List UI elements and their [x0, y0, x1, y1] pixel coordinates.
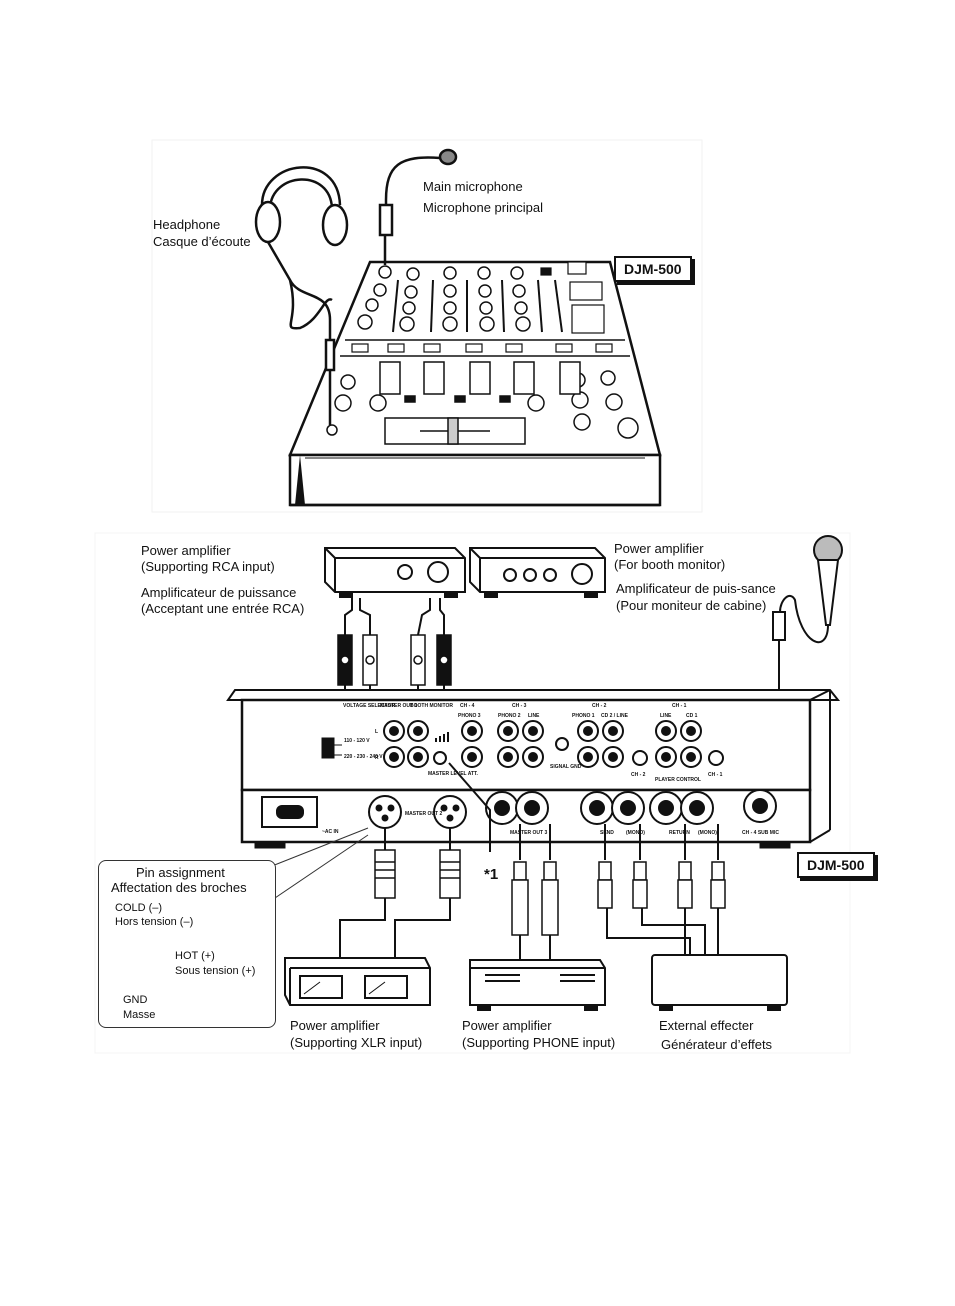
lbl-line1: LINE	[660, 713, 672, 719]
amp-rca-label-en2: (Supporting RCA input)	[141, 559, 275, 574]
model-badge-top: DJM-500	[614, 256, 692, 282]
mixer-slots	[392, 279, 563, 333]
master-level-meter	[435, 732, 449, 742]
mic-label-fr: Microphone principal	[423, 200, 543, 215]
pin-hot-en: HOT (+)	[175, 950, 215, 962]
pin-title-en: Pin assignment	[136, 865, 225, 880]
lbl-ch2: CH - 2	[592, 703, 607, 709]
lbl-mono2: (MONO)	[698, 830, 717, 836]
lbl-phono1: PHONO 1	[572, 713, 595, 719]
lbl-ch1: CH - 1	[672, 703, 687, 709]
pin-gnd-en: GND	[123, 994, 148, 1006]
lbl-cd2line: CD 2 / LINE	[601, 713, 629, 719]
lbl-ch2-pc: CH - 2	[631, 772, 646, 778]
amp-phone-label-2: (Supporting PHONE input)	[462, 1035, 616, 1050]
lbl-line3: LINE	[528, 713, 540, 719]
lbl-ch1-pc: CH - 1	[708, 772, 723, 778]
voltage-selector	[321, 737, 342, 759]
hand-mic-icon	[772, 535, 843, 790]
mixer-knobs	[326, 265, 639, 439]
headphone-label-fr: Casque d’écoute	[153, 234, 251, 249]
pin-hot-fr: Sous tension (+)	[175, 965, 256, 977]
pin-assignment-box	[98, 860, 276, 1028]
lbl-phono3: PHONO 3	[458, 713, 481, 719]
headphone-icon	[254, 166, 349, 425]
lbl-cd1: CD 1	[686, 713, 698, 719]
effecter-label-en: External effecter	[659, 1018, 754, 1033]
lbl-110-120v: 110 - 120 V	[344, 738, 370, 744]
phone-amplifier	[469, 959, 606, 1011]
lbl-r-upper2: R	[375, 755, 379, 761]
lbl-master-out3: MASTER OUT 3	[510, 830, 547, 836]
top-frame	[151, 139, 703, 513]
lbl-phono2: PHONO 2	[498, 713, 521, 719]
rear-frame	[94, 532, 851, 1054]
mic-label-en: Main microphone	[423, 179, 523, 194]
lbl-ch4-submic: CH - 4 SUB MIC	[742, 830, 779, 836]
lbl-master-level-att: MASTER LEVEL ATT.	[428, 771, 479, 777]
mixer-display	[540, 261, 605, 334]
lbl-signal-gnd: SIGNAL GND	[550, 764, 582, 770]
lbl-master-out1: MASTER OUT 1	[380, 703, 417, 709]
amp-xlr-label-1: Power amplifier	[290, 1018, 380, 1033]
lbl-mono1: (MONO)	[626, 830, 645, 836]
amp-booth-label-fr: Amplificateur de puis-sance (Pour monite…	[616, 581, 776, 613]
gooseneck-mic-icon	[378, 148, 458, 265]
external-effecter	[651, 954, 788, 1011]
amp-rca-label-fr1: Amplificateur de puissance	[141, 585, 297, 600]
headphone-label-en: Headphone	[153, 217, 221, 232]
lbl-220-240v: 220 - 230 - 240 V	[344, 754, 383, 760]
note-star1: *1	[484, 866, 499, 883]
panel-text: VOLTAGE SELECTOR MASTER OUT 1 BOOTH MONI…	[322, 703, 779, 836]
lower-cables	[339, 762, 719, 960]
lbl-return: RETURN	[669, 830, 690, 836]
xlr-amplifier	[284, 957, 431, 1006]
phone-plugs	[511, 861, 726, 936]
booth-amplifier	[469, 547, 606, 598]
pin-gnd-fr: Masse	[123, 1009, 156, 1021]
crossfader	[384, 417, 526, 445]
amp-xlr-label-2: (Supporting XLR input)	[290, 1035, 423, 1050]
mixer-buttons	[351, 343, 613, 353]
amp-booth-label-en1: Power amplifier	[614, 541, 704, 556]
lbl-player-control: PLAYER CONTROL	[655, 777, 701, 783]
lbl-ch4: CH - 4	[460, 703, 475, 709]
amp-booth-label-en2: (For booth monitor)	[614, 557, 726, 572]
lbl-send: SEND	[600, 830, 614, 836]
lbl-booth-monitor: BOOTH MONITOR	[410, 703, 453, 709]
amp-rca-label-en1: Power amplifier	[141, 543, 231, 558]
rca-plugs	[337, 634, 452, 686]
amp-phone-label-1: Power amplifier	[462, 1018, 552, 1033]
pin-title-fr: Affectation des broches	[111, 880, 247, 895]
lbl-master-out2: MASTER OUT 2	[405, 811, 442, 817]
pin-callout	[271, 827, 369, 901]
pin-cold-fr: Hors tension (–)	[115, 916, 194, 928]
effecter-label-fr: Générateur d’effets	[661, 1037, 773, 1052]
lbl-voltage-selector: VOLTAGE SELECTOR	[343, 703, 395, 709]
lbl-r-upper1: L	[375, 729, 378, 735]
model-badge-rear: DJM-500	[797, 852, 875, 878]
xlr-plugs	[374, 849, 461, 899]
lbl-ac-in: ~AC IN	[322, 829, 339, 835]
lbl-ch3: CH - 3	[512, 703, 527, 709]
amp-rca-label-fr2: (Acceptant une entrée RCA)	[141, 601, 305, 616]
rca-jacks-upper	[383, 720, 724, 768]
channel-faders	[379, 361, 581, 403]
pin-cold-en: COLD (–)	[115, 902, 163, 914]
rca-amplifier	[324, 547, 466, 598]
